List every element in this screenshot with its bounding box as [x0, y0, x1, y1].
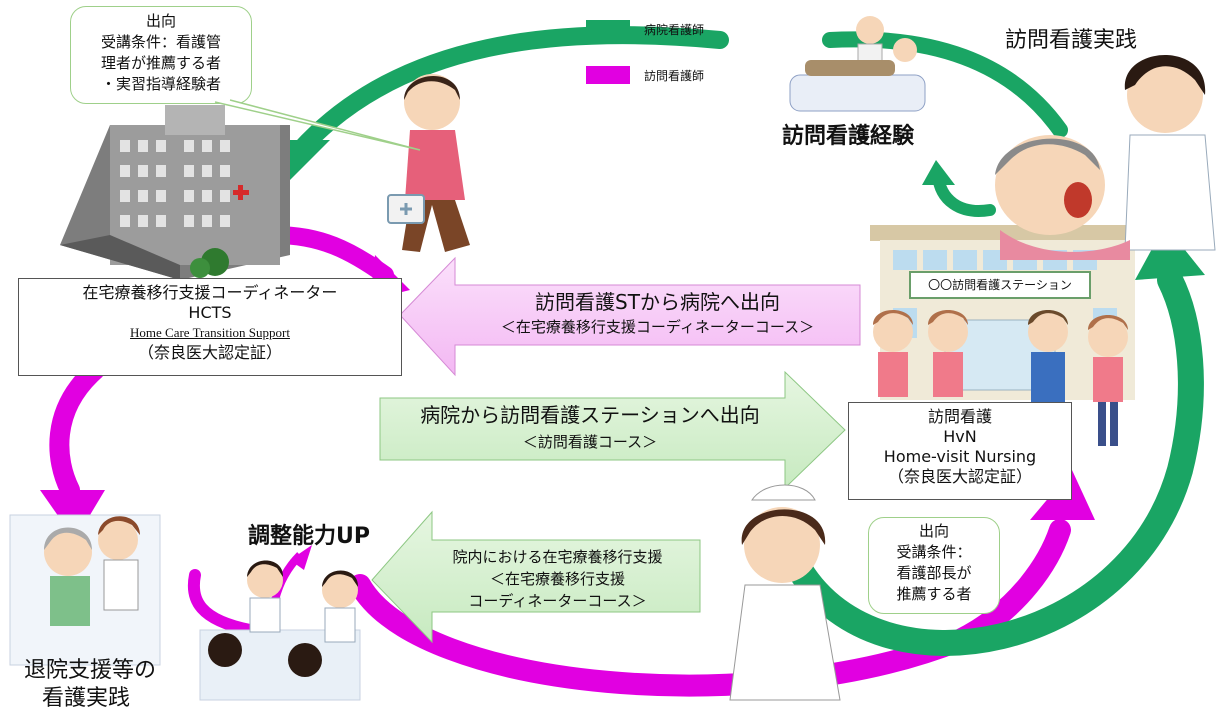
- lower-arrow-line2: ＜在宅療養移行支援: [489, 570, 625, 588]
- pink-arrow-line1: 訪問看護STから病院へ出向: [535, 290, 780, 314]
- magenta-left-curve: [49, 360, 105, 500]
- green-right-curve-head: [1135, 225, 1205, 280]
- hvn-line1: 訪問看護: [927, 407, 992, 426]
- hcts-box: 在宅療養移行支援コーディネーター HCTS Home Care Transiti…: [18, 278, 402, 376]
- coordination-up-label: 調整能力UP: [248, 524, 370, 549]
- top-bubble-line2: 受講条件：看護管: [100, 33, 221, 51]
- top-speech-bubble: 出向 受講条件：看護管 理者が推薦する者 ・実習指導経験者: [70, 6, 252, 104]
- station-sign: 〇〇訪問看護ステーション: [928, 278, 1072, 292]
- bottom-bubble-line3: 看護部長が: [896, 564, 972, 582]
- green-arrow-label: 病院から訪問看護ステーションへ出向 ＜訪問看護コース＞: [380, 400, 800, 454]
- lower-arrow-label: 院内における在宅療養移行支援 ＜在宅療養移行支援 コーディネーターコース＞: [415, 546, 700, 612]
- bottom-bubble-line1: 出向: [918, 522, 949, 540]
- hcts-line3: Home Care Transition Support: [130, 325, 290, 340]
- lower-arrow-line3: コーディネーターコース＞: [468, 592, 647, 610]
- visit-practice-label: 訪問看護実践: [1005, 28, 1138, 53]
- discharge-scene: [9, 514, 161, 666]
- hcts-line2: HCTS: [188, 303, 232, 322]
- home-visit-scene: [789, 16, 1216, 260]
- green-right-curve: [787, 267, 1204, 656]
- green-top-curve: [291, 26, 729, 159]
- walking-nurse-figure: [387, 74, 470, 252]
- hvn-line2: HvN: [943, 427, 977, 446]
- lower-arrow-shape: [371, 510, 701, 644]
- bottom-bubble-line2: 受講条件：: [896, 543, 972, 561]
- station-building: [870, 225, 1140, 400]
- legend-label-hospital: 病院看護師: [644, 23, 705, 37]
- top-bubble-line1: 出向: [145, 12, 176, 30]
- team-meeting-scene: [199, 560, 361, 701]
- hvn-line4: （奈良医大認定証）: [887, 467, 1032, 486]
- bottom-nurse-figure: [729, 484, 841, 701]
- green-arrow-line2: ＜訪問看護コース＞: [522, 433, 658, 451]
- hcts-line4: （奈良医大認定証）: [137, 343, 282, 362]
- hvn-line3: Home-visit Nursing: [883, 447, 1037, 466]
- pink-arrow-shape: [399, 256, 861, 377]
- top-bubble-line3: 理者が推薦する者: [100, 54, 221, 72]
- pink-arrow-label: 訪問看護STから病院へ出向 ＜在宅療養移行支援コーディネーターコース＞: [455, 288, 860, 338]
- bottom-speech-bubble: 出向 受講条件： 看護部長が 推薦する者: [868, 517, 1000, 614]
- visit-experience-label: 訪問看護経験: [782, 124, 915, 149]
- green-arrow-shape: [379, 370, 846, 490]
- lower-arrow-line1: 院内における在宅療養移行支援: [452, 548, 663, 566]
- hospital-building: [60, 105, 290, 280]
- hcts-line1: 在宅療養移行支援コーディネーター: [82, 283, 338, 302]
- pink-arrow-line2: ＜在宅療養移行支援コーディネーターコース＞: [500, 318, 815, 336]
- green-arrow-line1: 病院から訪問看護ステーションへ出向: [420, 403, 760, 427]
- discharge-label-line1: 退院支援等の: [24, 658, 157, 683]
- green-experience-head: [922, 160, 955, 185]
- discharge-label-line2: 看護実践: [42, 686, 131, 711]
- legend-swatch-visiting: [586, 66, 630, 84]
- magenta-hcts-curve: [266, 226, 394, 284]
- bottom-bubble-line4: 推薦する者: [896, 585, 972, 603]
- top-bubble-line4: ・実習指導経験者: [100, 75, 221, 93]
- magenta-team-curve: [187, 569, 256, 636]
- magenta-up-arrow-head: [290, 545, 312, 570]
- station-staff-figures: [873, 310, 1128, 446]
- legend-swatch-hospital: [586, 20, 630, 38]
- hvn-box: 訪問看護 HvN Home-visit Nursing （奈良医大認定証）: [848, 402, 1072, 500]
- legend-label-visiting: 訪問看護師: [644, 69, 705, 83]
